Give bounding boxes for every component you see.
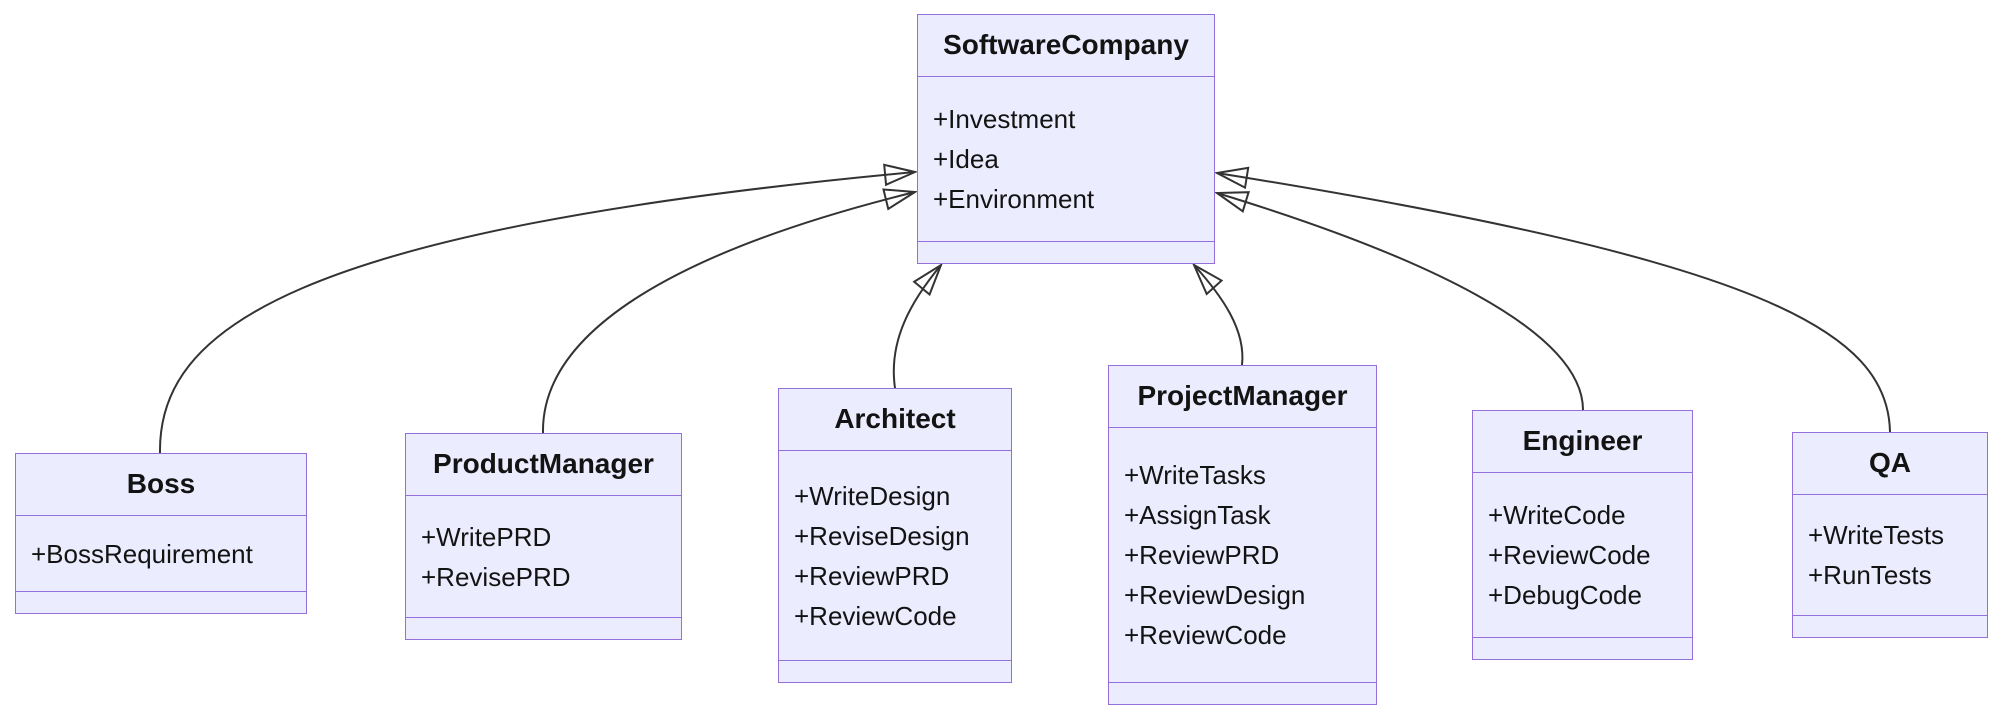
class-attribute: +WriteDesign [794,480,951,511]
class-attributes-architect: +WriteDesign +ReviseDesign +ReviewPRD +R… [779,451,1011,660]
class-box-engineer: Engineer +WriteCode +ReviewCode +DebugCo… [1472,410,1693,660]
class-attributes-projectmanager: +WriteTasks +AssignTask +ReviewPRD +Revi… [1109,428,1376,682]
class-title-productmanager: ProductManager [406,434,681,496]
class-attribute: +RunTests [1808,560,1932,590]
class-attribute: +ReviewPRD [794,560,950,591]
class-attribute: +DebugCode [1488,580,1642,610]
class-title-boss: Boss [16,454,306,516]
class-attributes-softwarecompany: +Investment +Idea +Environment [918,77,1214,241]
class-attribute: +ReviewPRD [1124,540,1280,570]
class-attribute: +ReviewCode [1124,620,1287,650]
class-methods-empty [1793,615,1987,637]
class-box-architect: Architect +WriteDesign +ReviseDesign +Re… [778,388,1012,683]
class-attribute: +ReviewCode [794,600,957,631]
class-box-projectmanager: ProjectManager +WriteTasks +AssignTask +… [1108,365,1377,705]
class-attribute: +BossRequirement [31,538,253,569]
class-attribute: +RevisePRD [421,561,571,592]
class-attribute: +AssignTask [1124,500,1271,530]
class-methods-empty [1109,682,1376,704]
class-attributes-boss: +BossRequirement [16,516,306,591]
edge-architect-to-softwarecompany [892,265,941,389]
class-methods-empty [1473,637,1692,659]
class-title-projectmanager: ProjectManager [1109,366,1376,428]
class-title-qa: QA [1793,433,1987,495]
class-methods-empty [16,591,306,613]
class-title-softwarecompany: SoftwareCompany [918,15,1214,77]
class-attribute: +Environment [933,184,1095,214]
class-attribute: +Idea [933,144,999,174]
class-attribute: +Investment [933,104,1076,134]
class-box-productmanager: ProductManager +WritePRD +RevisePRD [405,433,682,640]
class-attribute: +ReviewCode [1488,540,1651,570]
class-box-softwarecompany: SoftwareCompany +Investment +Idea +Envir… [917,14,1215,264]
class-methods-empty [779,660,1011,682]
class-methods-empty [406,617,681,639]
class-attributes-engineer: +WriteCode +ReviewCode +DebugCode [1473,473,1692,637]
class-box-boss: Boss +BossRequirement [15,453,307,614]
class-attribute: +ReviewDesign [1124,580,1306,610]
class-box-qa: QA +WriteTests +RunTests [1792,432,1988,638]
class-attribute: +WriteTasks [1124,460,1266,490]
class-attribute: +WriteTests [1808,520,1945,550]
class-attributes-qa: +WriteTests +RunTests [1793,495,1987,615]
class-methods-empty [918,241,1214,263]
class-attribute: +WritePRD [421,521,552,552]
class-title-architect: Architect [779,389,1011,451]
class-attribute: +WriteCode [1488,500,1626,530]
class-attributes-productmanager: +WritePRD +RevisePRD [406,496,681,617]
class-attribute: +ReviseDesign [794,520,970,551]
class-title-engineer: Engineer [1473,411,1692,473]
edge-projectmanager-to-softwarecompany [1194,265,1244,366]
